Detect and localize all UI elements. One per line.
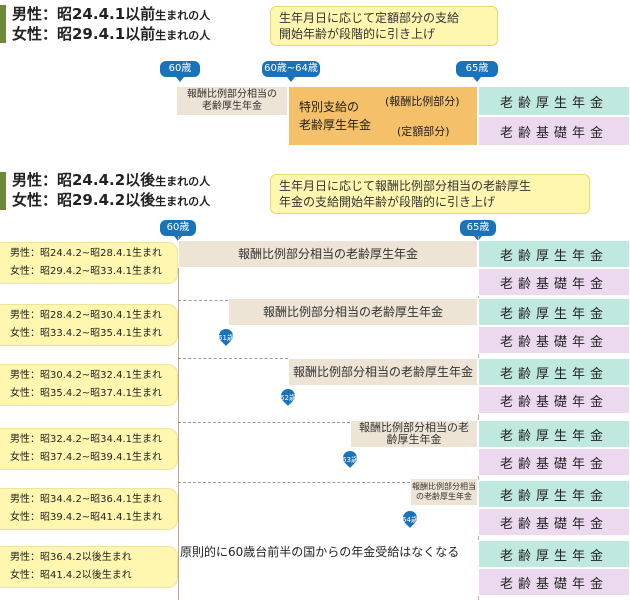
section1-hoshu-box: 報酬比例部分相当の老齢厚生年金 xyxy=(176,86,288,116)
drop-62-label: 62歳 xyxy=(280,394,296,402)
section1-kiso-box: 老齢基礎年金 xyxy=(478,116,630,146)
drop-64-label: 64歳 xyxy=(402,516,418,524)
cohort-label-5: 男性：昭34.4.2~昭36.4.1生まれ女性：昭39.4.2~昭41.4.1生… xyxy=(0,488,178,530)
section2-accent-bar xyxy=(0,172,6,210)
special-label: 特別支給の老齢厚生年金 xyxy=(299,100,372,132)
age-marker-60: 60歳 xyxy=(160,61,200,82)
section1-roukou-box: 老齢厚生年金 xyxy=(478,86,630,116)
section1-note-line2: 開始年齢が段階的に引き上げ xyxy=(279,27,436,41)
age-marker-60-64: 60歳~64歳 xyxy=(262,61,320,82)
age-drop-63: 63歳 xyxy=(338,448,362,468)
cohort-label-2: 男性：昭28.4.2~昭30.4.1生まれ女性：昭33.4.2~昭35.4.1生… xyxy=(0,304,178,346)
section1-heading-female: 女性：昭29.4.1以前生まれの人 xyxy=(12,25,211,43)
kiso-box-4: 老齢基礎年金 xyxy=(478,448,630,476)
roukou-box-2: 老齢厚生年金 xyxy=(478,298,630,326)
line-60 xyxy=(178,236,179,600)
dash-row4 xyxy=(178,422,350,423)
age-marker-65: 65歳 xyxy=(456,61,498,82)
roukou-box-6: 老齢厚生年金 xyxy=(478,540,630,568)
special-hoshu-label: (報酬比例部分) xyxy=(385,95,460,108)
drop-63-label: 63歳 xyxy=(342,456,358,464)
drop-61-label: 61歳 xyxy=(218,334,234,342)
cohort-label-4: 男性：昭32.4.2~昭34.4.1生まれ女性：昭37.4.2~昭39.4.1生… xyxy=(0,428,178,470)
hoshu-bar-2: 報酬比例部分相当の老齢厚生年金 xyxy=(228,298,478,326)
roukou-box-1: 老齢厚生年金 xyxy=(478,240,630,268)
section1-note: 生年月日に応じて定額部分の支給 開始年齢が段階的に引き上げ xyxy=(270,6,498,46)
cohort-label-3: 男性：昭30.4.2~昭32.4.1生まれ女性：昭35.4.2~昭37.4.1生… xyxy=(0,364,178,406)
special-teigaku-label: (定額部分) xyxy=(397,125,450,138)
line-65 xyxy=(478,236,479,600)
age-drop-61: 61歳 xyxy=(214,326,238,346)
no-early-pension-note: 原則的に60歳台前半の国からの年金受給はなくなる xyxy=(180,545,460,559)
roukou-box-3: 老齢厚生年金 xyxy=(478,358,630,386)
section1-note-line1: 生年月日に応じて定額部分の支給 xyxy=(279,11,460,25)
kiso-box-1: 老齢基礎年金 xyxy=(478,268,630,296)
section2-note: 生年月日に応じて報酬比例部分相当の老齢厚生 年金の支給開始年齢が段階的に引き上げ xyxy=(270,174,590,214)
age-drop-62: 62歳 xyxy=(276,386,300,406)
section1-accent-bar xyxy=(0,5,6,43)
section2-note-line2: 年金の支給開始年齢が段階的に引き上げ xyxy=(279,195,496,209)
section2-note-line1: 生年月日に応じて報酬比例部分相当の老齢厚生 xyxy=(279,179,532,193)
age-marker-65-s2: 65歳 xyxy=(460,220,496,241)
kiso-box-2: 老齢基礎年金 xyxy=(478,326,630,354)
kiso-box-3: 老齢基礎年金 xyxy=(478,386,630,414)
cohort-label-6: 男性：昭36.4.2以後生まれ女性：昭41.4.2以後生まれ xyxy=(0,546,178,588)
hoshu-bar-4: 報酬比例部分相当の老齢厚生年金 xyxy=(350,420,478,448)
section2-heading-male: 男性：昭24.4.2以後生まれの人 xyxy=(12,171,211,189)
dash-row3 xyxy=(178,358,288,359)
kiso-box-5: 老齢基礎年金 xyxy=(478,508,630,536)
dash-row5 xyxy=(178,482,410,483)
hoshu-bar-3: 報酬比例部分相当の老齢厚生年金 xyxy=(288,358,478,386)
roukou-box-5: 老齢厚生年金 xyxy=(478,480,630,508)
section1-heading-male: 男性：昭24.4.1以前生まれの人 xyxy=(12,5,211,23)
dash-row2 xyxy=(178,300,228,301)
section2-heading-female: 女性：昭29.4.2以後生まれの人 xyxy=(12,191,211,209)
roukou-box-4: 老齢厚生年金 xyxy=(478,420,630,448)
hoshu-bar-1: 報酬比例部分相当の老齢厚生年金 xyxy=(178,240,478,268)
hoshu-bar-5: 報酬比例部分相当の老齢厚生年金 xyxy=(410,478,478,506)
age-drop-64: 64歳 xyxy=(398,508,422,528)
section1-special-box: 特別支給の老齢厚生年金 (報酬比例部分) (定額部分) xyxy=(288,86,478,146)
cohort-label-1: 男性：昭24.4.2~昭28.4.1生まれ女性：昭29.4.2~昭33.4.1生… xyxy=(0,242,178,284)
kiso-box-6: 老齢基礎年金 xyxy=(478,568,630,596)
age-marker-60-s2: 60歳 xyxy=(160,220,196,241)
